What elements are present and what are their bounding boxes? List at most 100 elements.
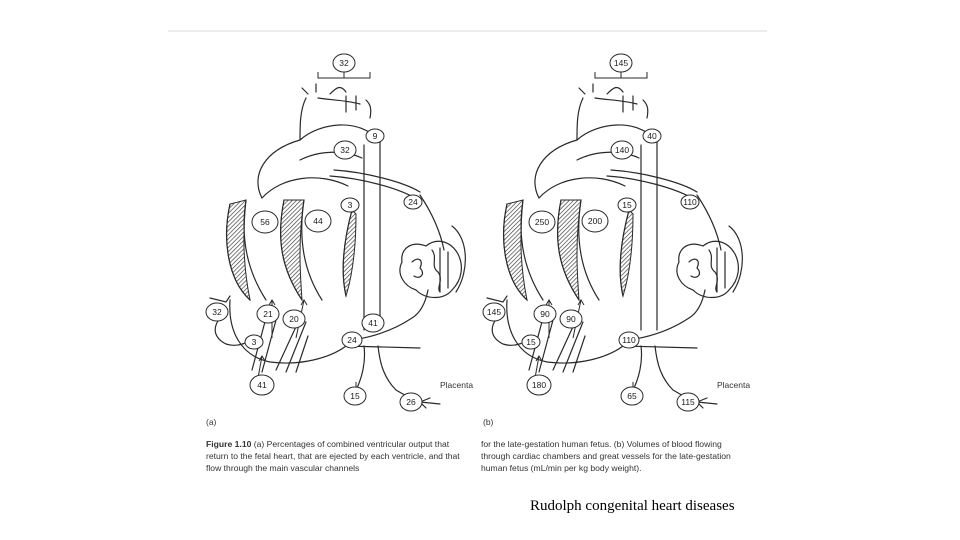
value-label-coronary: 15 — [622, 200, 632, 210]
vessel-outline-23 — [351, 289, 429, 341]
value-circle-left_ventricle — [304, 209, 332, 233]
vessel-outline-32 — [716, 247, 726, 293]
vessel-outline-23 — [628, 289, 706, 341]
vessel-outline-4 — [622, 95, 649, 119]
value-circle-descending_aorta — [361, 313, 385, 333]
vessel-outline-15 — [301, 199, 323, 301]
value-circle-aortic_isthmus — [610, 140, 634, 160]
vessel-outline-8 — [261, 177, 349, 199]
value-circle-right_ventricle — [528, 210, 556, 234]
value-label-head_top: 32 — [339, 58, 349, 68]
vessel-outline-13 — [520, 199, 544, 301]
vessel-outline-30 — [411, 258, 424, 278]
caption-right-text: for the late-gestation human fetus. (b) … — [481, 439, 731, 474]
value-label-lower_body: 65 — [627, 391, 637, 401]
value-label-head_top: 145 — [614, 58, 628, 68]
vessel-outline-22 — [295, 335, 309, 373]
value-circle-head_top — [609, 53, 633, 73]
value-circle-lower_body — [620, 386, 644, 406]
vessel-outline-26 — [377, 345, 397, 391]
caption-figure-label: Figure 1.10 — [206, 439, 252, 449]
vessel-outline-5 — [317, 97, 361, 105]
ventricle-wall-2 — [557, 199, 582, 302]
value-circle-svc — [205, 302, 229, 322]
value-label-coronary: 3 — [348, 200, 353, 210]
flow-arrowhead-2 — [300, 299, 308, 306]
vessel-outline-26 — [654, 345, 674, 391]
placenta-label: Placenta — [717, 380, 750, 390]
value-label-ivc: 180 — [532, 380, 546, 390]
vessel-outline-19 — [209, 295, 231, 303]
placenta-label: Placenta — [440, 380, 473, 390]
value-circle-ivc_left — [244, 334, 264, 350]
vessel-outline-2 — [299, 97, 307, 141]
flow-arrowhead-2 — [577, 299, 585, 306]
vessel-outline-11 — [696, 194, 722, 251]
value-label-pulmonary_artery: 110 — [683, 197, 697, 207]
vessel-outline-5 — [594, 97, 638, 105]
panel-letter-label: (a) — [206, 417, 217, 427]
flow-arrowhead-1 — [545, 299, 553, 306]
vessel-outline-30 — [688, 258, 701, 278]
value-circle-ivc — [249, 374, 275, 396]
value-label-ductus_arch: 9 — [373, 131, 378, 141]
value-circle-umbilical_branch — [341, 331, 363, 349]
value-circle-foramen_ovale — [559, 309, 583, 329]
vessel-outline-14 — [279, 199, 303, 301]
value-circle-placenta_flow — [676, 392, 700, 412]
caption-left-text: (a) Percentages of combined ventricular … — [206, 439, 460, 474]
value-label-placenta_flow: 26 — [406, 397, 416, 407]
vessel-outline-14 — [556, 199, 580, 301]
figure-caption-right: for the late-gestation human fetus. (b) … — [481, 438, 743, 475]
vessel-outline-17 — [229, 299, 347, 364]
vessel-outline-10 — [333, 169, 421, 193]
value-circle-right_ventricle — [251, 210, 279, 234]
value-label-ductus_venosus_in: 21 — [263, 309, 273, 319]
vessel-outline-29 — [399, 240, 462, 299]
value-label-aortic_isthmus: 32 — [340, 145, 350, 155]
value-label-svc: 145 — [487, 307, 501, 317]
panel-letter-label: (b) — [483, 417, 494, 427]
value-circle-coronary — [340, 197, 360, 213]
value-label-foramen_ovale: 90 — [566, 314, 576, 324]
value-circle-umbilical_branch — [618, 331, 640, 349]
ventricle-wall-2 — [280, 199, 305, 302]
vessel-outline-13 — [243, 199, 267, 301]
value-label-lower_body: 15 — [350, 391, 360, 401]
vessel-outline-2 — [576, 97, 584, 141]
value-circle-pulmonary_artery — [680, 194, 700, 210]
vessel-outline-17 — [506, 299, 624, 364]
value-label-ivc_left: 15 — [526, 337, 536, 347]
value-circle-ductus_venosus_in — [256, 304, 280, 324]
vessel-outline-25 — [632, 345, 643, 391]
flow-arrow-3 — [534, 355, 540, 379]
value-circle-pulmonary_artery — [403, 194, 423, 210]
vessel-outline-9 — [329, 175, 419, 201]
ventricle-wall-3 — [619, 209, 634, 298]
value-circle-ductus_venosus_in — [533, 304, 557, 324]
vessel-outline-4 — [345, 95, 372, 119]
value-circle-ivc — [526, 374, 552, 396]
value-label-pulmonary_artery: 24 — [408, 197, 418, 207]
vessel-outline-8 — [538, 177, 626, 199]
value-circle-ductus_arch — [365, 128, 385, 144]
vessel-outline-10 — [610, 169, 698, 193]
value-label-svc: 32 — [212, 307, 222, 317]
value-label-left_ventricle: 44 — [313, 216, 323, 226]
vessel-outline-9 — [606, 175, 696, 201]
vessel-outline-7 — [576, 151, 640, 161]
value-label-placenta_flow: 115 — [681, 397, 695, 407]
vessel-outline-16 — [619, 209, 630, 297]
value-label-ductus_venosus_in: 90 — [540, 309, 550, 319]
value-circle-aortic_isthmus — [333, 140, 357, 160]
flow-arrowhead-3 — [535, 355, 543, 362]
vessel-outline-11 — [419, 194, 445, 251]
vessel-outline-6 — [363, 135, 381, 331]
value-circle-head_top — [332, 53, 356, 73]
value-label-right_ventricle: 56 — [260, 217, 270, 227]
value-label-aortic_isthmus: 140 — [615, 145, 629, 155]
